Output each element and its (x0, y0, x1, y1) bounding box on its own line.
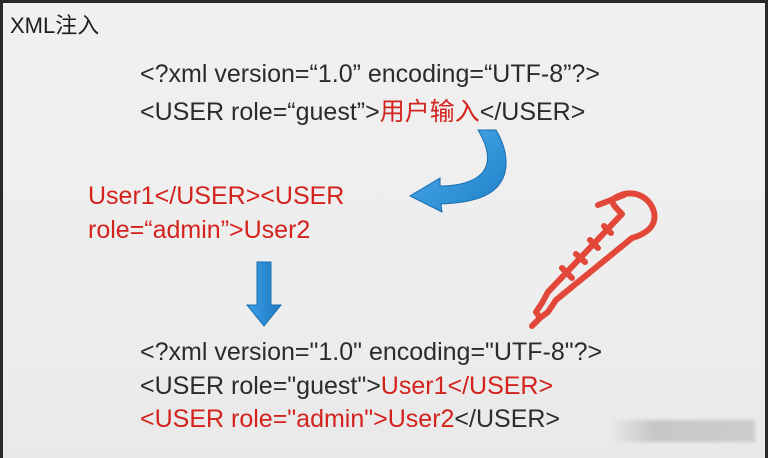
payload-line-1: User1</USER><USER (88, 182, 345, 210)
result-injected-close: User1</USER> (380, 372, 554, 400)
template-user-open-tag: <USER role=“guest”> (140, 98, 380, 126)
result-guest-open-tag: <USER role="guest"> (140, 372, 381, 400)
frame-border-top (0, 0, 768, 3)
frame-border-left (0, 0, 3, 458)
payload-line-2: role=“admin”>User2 (88, 216, 311, 244)
syringe-icon (529, 190, 658, 329)
curved-arrow-icon (408, 129, 507, 213)
result-user-guest-element: <USER role="guest">User1</USER> (140, 372, 553, 401)
frame-border-right (765, 0, 768, 458)
template-user-input: 用户输入 (379, 98, 480, 126)
template-xml-declaration: <?xml version=“1.0” encoding=“UTF-8”?> (140, 60, 600, 88)
result-injected-admin: <USER role="admin">User2 (140, 405, 455, 433)
slide-title: XML注入 (10, 13, 100, 38)
template-user-element: <USER role=“guest”>用户输入</USER> (140, 92, 585, 128)
watermark (610, 420, 755, 442)
result-admin-close-tag: </USER> (454, 405, 561, 433)
result-user-admin-element: <USER role="admin">User2</USER> (140, 405, 560, 434)
template-user-close-tag: </USER> (479, 98, 586, 126)
down-arrow-icon (245, 261, 283, 327)
result-xml-declaration: <?xml version="1.0" encoding="UTF-8"?> (140, 338, 603, 366)
